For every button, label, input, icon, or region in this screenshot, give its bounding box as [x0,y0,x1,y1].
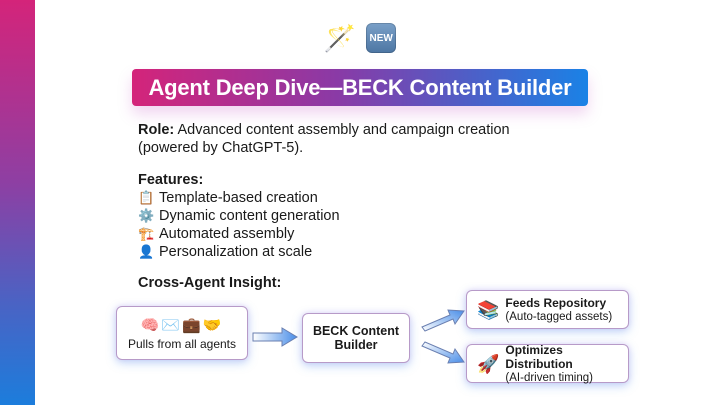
feature-label: Automated assembly [159,226,295,242]
feature-item: 📋 Template-based creation [138,189,568,207]
output-title: Feeds Repository [505,295,607,310]
feature-item: 👤 Personalization at scale [138,243,568,261]
role-paragraph: Role: Advanced content assembly and camp… [138,121,568,157]
source-label: Pulls from all agents [127,336,237,351]
output-subtitle: (AI-driven timing) [505,371,593,384]
rocket-icon: 🚀 [477,353,500,374]
arrow-up-right-icon [421,309,465,332]
output-subtitle: (Auto-tagged assets) [505,310,613,323]
optimizes-distribution-box: 🚀 Optimizes Distribution (AI-driven timi… [466,342,629,384]
role-text: Advanced content assembly and campaign c… [138,122,510,156]
beck-content-builder-box: BECK Content Builder [302,313,410,363]
content-body: Role: Advanced content assembly and camp… [138,121,568,292]
books-icon: 📚 [477,299,500,320]
feature-label: Dynamic content generation [159,208,340,224]
output-title: Optimizes Distribution [505,342,573,371]
arrow-down-right-icon [421,341,465,364]
assembly-icon: 🏗️ [138,226,155,241]
page-title: Agent Deep Dive—BECK Content Builder [148,74,572,100]
features-heading: Features: [138,172,204,188]
header-icons: 🪄 NEW [0,22,720,54]
gear-icon: ⚙️ [138,208,155,223]
role-label: Role: [138,122,175,138]
feature-item: ⚙️ Dynamic content generation [138,207,568,225]
source-agents-box: 🧠✉️💼🤝 Pulls from all agents [116,306,248,360]
feature-item: 🏗️ Automated assembly [138,225,568,243]
feature-label: Personalization at scale [159,244,313,260]
agents-icons: 🧠✉️💼🤝 [140,316,224,334]
arrow-right-icon [252,327,298,347]
center-label: BECK Content Builder [312,324,400,352]
clipboard-icon: 📋 [138,190,155,205]
title-banner: Agent Deep Dive—BECK Content Builder [132,69,588,106]
gradient-side-bar [0,0,35,405]
new-badge-icon: NEW [366,23,397,53]
magic-wand-icon: 🪄 [323,23,357,53]
user-gear-icon: 👤 [138,244,155,259]
feature-label: Template-based creation [159,190,318,206]
feeds-repository-box: 📚 Feeds Repository (Auto-tagged assets) [466,290,629,329]
insight-heading: Cross-Agent Insight: [138,275,282,291]
